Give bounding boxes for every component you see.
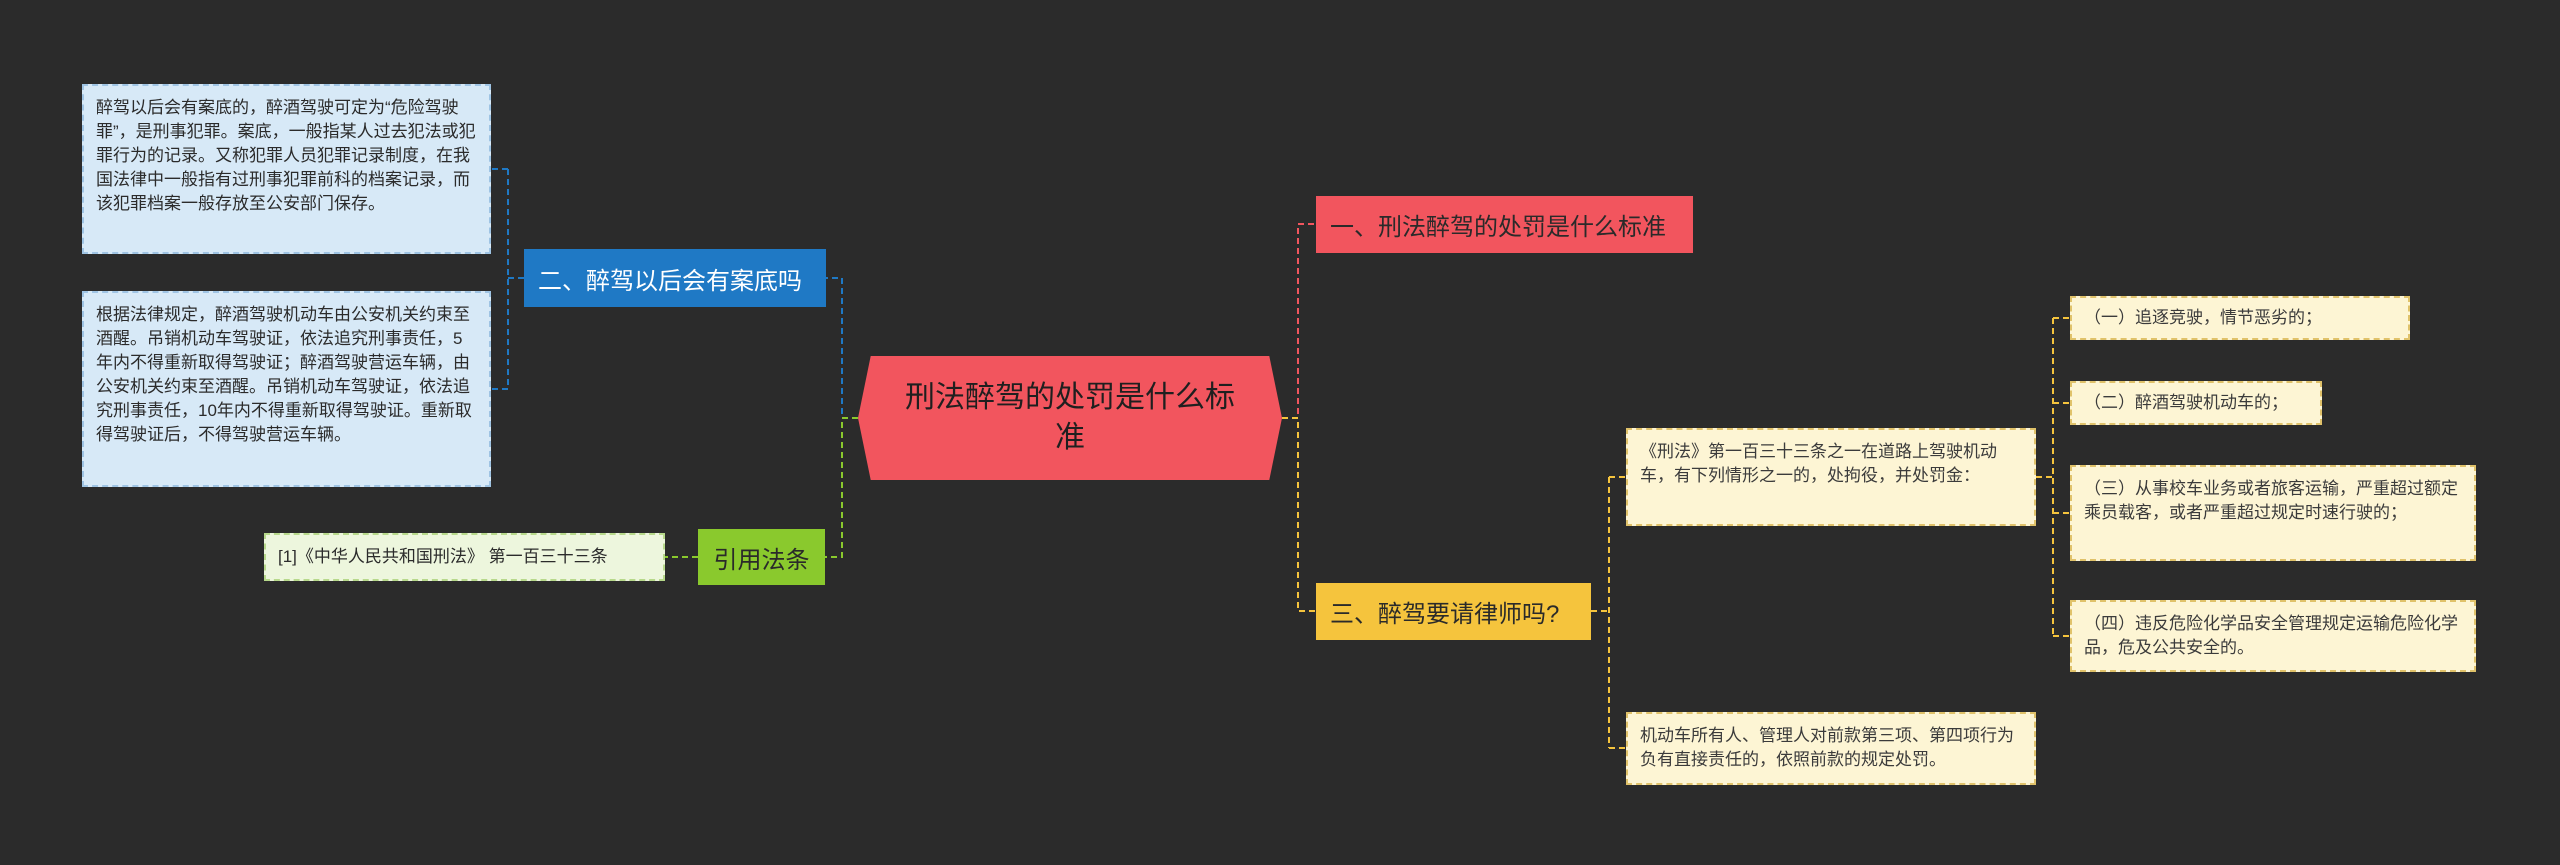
root-topic[interactable]: 刑法醉驾的处罚是什么标准 xyxy=(858,356,1282,480)
branch-need-lawyer[interactable]: 三、醉驾要请律师吗? xyxy=(1316,583,1591,640)
sub-item-drunk-driving[interactable]: （二）醉酒驾驶机动车的； xyxy=(2070,381,2322,425)
leaf-text: （二）醉酒驾驶机动车的； xyxy=(2084,393,2288,412)
sub-item-overload-speeding[interactable]: （三）从事校车业务或者旅客运输，严重超过额定乘员载客，或者严重超过规定时速行驶的… xyxy=(2070,465,2476,561)
branch-label: 二、醉驾以后会有案底吗 xyxy=(538,267,802,295)
link-sub-items xyxy=(2036,317,2070,637)
branch-label: 一、刑法醉驾的处罚是什么标准 xyxy=(1330,214,1666,241)
branch-penalty-standard[interactable]: 一、刑法醉驾的处罚是什么标准 xyxy=(1316,196,1693,253)
leaf-license-revocation[interactable]: 根据法律规定，醉酒驾驶机动车由公安机关约束至酒醒。吊销机动车驾驶证，依法追究刑事… xyxy=(82,291,491,487)
leaf-text: 根据法律规定，醉酒驾驶机动车由公安机关约束至酒醒。吊销机动车驾驶证，依法追究刑事… xyxy=(96,305,472,444)
branch-label: 三、醉驾要请律师吗? xyxy=(1330,601,1560,628)
leaf-law-citation[interactable]: [1]《中华人民共和国刑法》 第一百三十三条 xyxy=(264,533,665,581)
sub-item-hazardous-chemicals[interactable]: （四）违反危险化学品安全管理规定运输危险化学品，危及公共安全的。 xyxy=(2070,600,2476,672)
link-root-b2 xyxy=(826,277,858,419)
leaf-article-133[interactable]: 《刑法》第一百三十三条之一在道路上驾驶机动车，有下列情形之一的，处拘役，并处罚金… xyxy=(1626,428,2036,526)
link-root-b3 xyxy=(1282,417,1316,612)
link-b3-leaves xyxy=(1591,476,1626,749)
branch-criminal-record[interactable]: 二、醉驾以后会有案底吗 xyxy=(524,249,826,307)
branch-cited-law[interactable]: 引用法条 xyxy=(698,529,825,585)
link-b2-leaves xyxy=(491,168,524,390)
leaf-owner-liability[interactable]: 机动车所有人、管理人对前款第三项、第四项行为负有直接责任的，依照前款的规定处罚。 xyxy=(1626,712,2036,785)
leaf-text: 机动车所有人、管理人对前款第三项、第四项行为负有直接责任的，依照前款的规定处罚。 xyxy=(1640,726,2014,769)
leaf-text: [1]《中华人民共和国刑法》 第一百三十三条 xyxy=(278,547,608,566)
leaf-text: （一）追逐竞驶，情节恶劣的； xyxy=(2084,308,2322,327)
root-topic-label: 刑法醉驾的处罚是什么标准 xyxy=(905,381,1235,454)
link-root-b1 xyxy=(1282,223,1316,419)
sub-item-racing[interactable]: （一）追逐竞驶，情节恶劣的； xyxy=(2070,296,2410,340)
link-root-b4 xyxy=(825,417,858,558)
branch-label: 引用法条 xyxy=(713,546,810,574)
leaf-text: 醉驾以后会有案底的，醉酒驾驶可定为“危险驾驶罪”，是刑事犯罪。案底，一般指某人过… xyxy=(96,98,476,213)
leaf-text: 《刑法》第一百三十三条之一在道路上驾驶机动车，有下列情形之一的，处拘役，并处罚金… xyxy=(1640,442,1997,485)
leaf-text: （三）从事校车业务或者旅客运输，严重超过额定乘员载客，或者严重超过规定时速行驶的… xyxy=(2084,479,2458,522)
leaf-text: （四）违反危险化学品安全管理规定运输危险化学品，危及公共安全的。 xyxy=(2084,614,2458,657)
leaf-record-explanation[interactable]: 醉驾以后会有案底的，醉酒驾驶可定为“危险驾驶罪”，是刑事犯罪。案底，一般指某人过… xyxy=(82,84,491,254)
